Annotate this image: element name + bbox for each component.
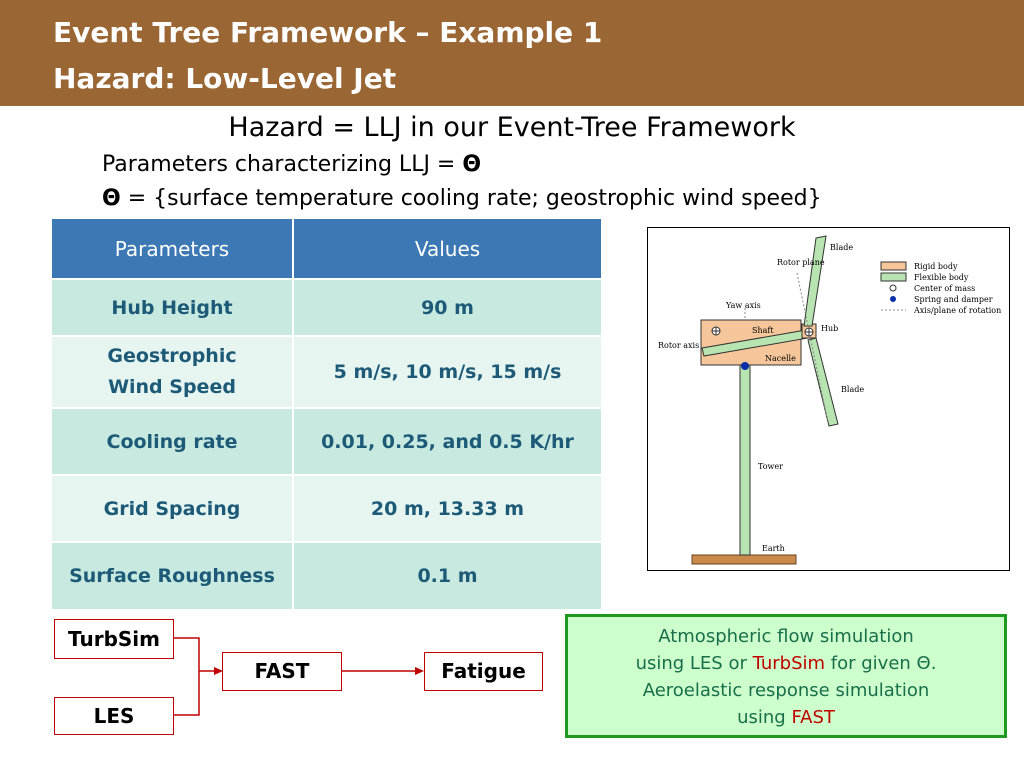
legend-center-of-mass-icon <box>889 284 897 292</box>
table-row: Grid Spacing 20 m, 13.33 m <box>52 474 601 542</box>
note-line: using FAST <box>568 704 1004 731</box>
label-tower: Tower <box>758 462 783 471</box>
column-header-parameters: Parameters <box>52 219 294 279</box>
value-cell: 5 m/s, 10 m/s, 15 m/s <box>293 335 601 408</box>
note-line: Aeroelastic response simulation <box>642 680 930 701</box>
value-cell: 20 m, 13.33 m <box>293 474 601 542</box>
param-cell: Geostrophic Wind Speed <box>52 335 294 408</box>
value-cell: 0.01, 0.25, and 0.5 K/hr <box>293 407 601 475</box>
label-rotor-plane: Rotor plane <box>777 258 825 267</box>
section-heading: Hazard = LLJ in our Event-Tree Framework <box>228 112 796 143</box>
legend-rigid-swatch <box>880 261 907 271</box>
note-highlight: TurbSim <box>752 653 826 674</box>
table-header-row: Parameters Values <box>52 219 601 279</box>
legend-spring-icon <box>890 296 896 302</box>
note-line: using LES or TurbSim for given Θ. <box>568 650 1004 677</box>
legend-label: Axis/plane of rotation <box>913 306 1001 315</box>
param-cell: Surface Roughness <box>52 541 294 609</box>
value-cell: 0.1 m <box>293 541 601 609</box>
param-cell: Cooling rate <box>52 407 294 475</box>
legend-label: Rigid body <box>914 262 958 271</box>
table-row: Geostrophic Wind Speed 5 m/s, 10 m/s, 15… <box>52 335 601 408</box>
table-row: Hub Height 90 m <box>52 278 601 336</box>
label-shaft: Shaft <box>752 326 774 335</box>
arrowhead-icon <box>415 667 424 675</box>
label-rotor-axis: Rotor axis <box>658 341 699 350</box>
turbsim-box: TurbSim <box>54 619 174 659</box>
label-yaw-axis: Yaw axis <box>725 301 761 310</box>
note-highlight: FAST <box>791 707 835 728</box>
theta-definition-text: = {surface temperature cooling rate; geo… <box>120 186 822 211</box>
rotor-plane-line <box>796 272 829 424</box>
theta-symbol: Θ <box>102 186 121 211</box>
note-text: for given Θ. <box>825 653 937 674</box>
label-hub: Hub <box>821 324 838 333</box>
lower-blade-shape <box>807 337 839 427</box>
merge-connector <box>174 637 200 716</box>
note-line: Atmospheric flow simulation <box>658 626 914 647</box>
label-earth: Earth <box>762 544 785 553</box>
table-row: Cooling rate 0.01, 0.25, and 0.5 K/hr <box>52 407 601 475</box>
slide-subtitle: Hazard: Low-Level Jet <box>53 62 397 95</box>
parameters-table: Parameters Values Hub Height 90 m Geostr… <box>52 219 601 609</box>
legend-label: Center of mass <box>914 284 975 293</box>
slide-title: Event Tree Framework – Example 1 <box>53 16 603 49</box>
note-text: using <box>737 707 792 728</box>
wind-turbine-diagram: Blade Rotor plane Yaw axis Shaft Hub Rot… <box>647 227 1010 571</box>
title-bar: Event Tree Framework – Example 1 Hazard:… <box>0 0 1024 106</box>
simulation-note-box: Atmospheric flow simulation using LES or… <box>565 614 1007 738</box>
legend-label: Flexible body <box>914 273 969 282</box>
column-header-values: Values <box>293 219 601 279</box>
arrowhead-icon <box>214 667 223 675</box>
parameters-line: Parameters characterizing LLJ = Θ <box>102 152 481 177</box>
parameters-line-text: Parameters characterizing LLJ = <box>102 152 463 177</box>
note-text: using LES or <box>635 653 753 674</box>
label-blade-top: Blade <box>830 243 853 252</box>
legend-label: Spring and damper <box>914 295 993 304</box>
spring-damper-icon <box>741 362 749 370</box>
fast-box: FAST <box>222 652 342 691</box>
value-cell: 90 m <box>293 278 601 336</box>
theta-symbol: Θ <box>462 152 482 177</box>
theta-definition: Θ = {surface temperature cooling rate; g… <box>102 186 822 211</box>
label-nacelle: Nacelle <box>765 354 796 363</box>
param-cell: Grid Spacing <box>52 474 294 542</box>
label-blade-bottom: Blade <box>841 385 864 394</box>
upper-blade-shape <box>803 235 827 327</box>
table-row: Surface Roughness 0.1 m <box>52 541 601 609</box>
legend-flexible-swatch <box>880 272 907 282</box>
turbine-schematic: Blade Rotor plane Yaw axis Shaft Hub Rot… <box>658 235 1001 565</box>
fatigue-box: Fatigue <box>424 652 543 691</box>
param-cell: Hub Height <box>52 278 294 336</box>
les-box: LES <box>54 697 174 735</box>
